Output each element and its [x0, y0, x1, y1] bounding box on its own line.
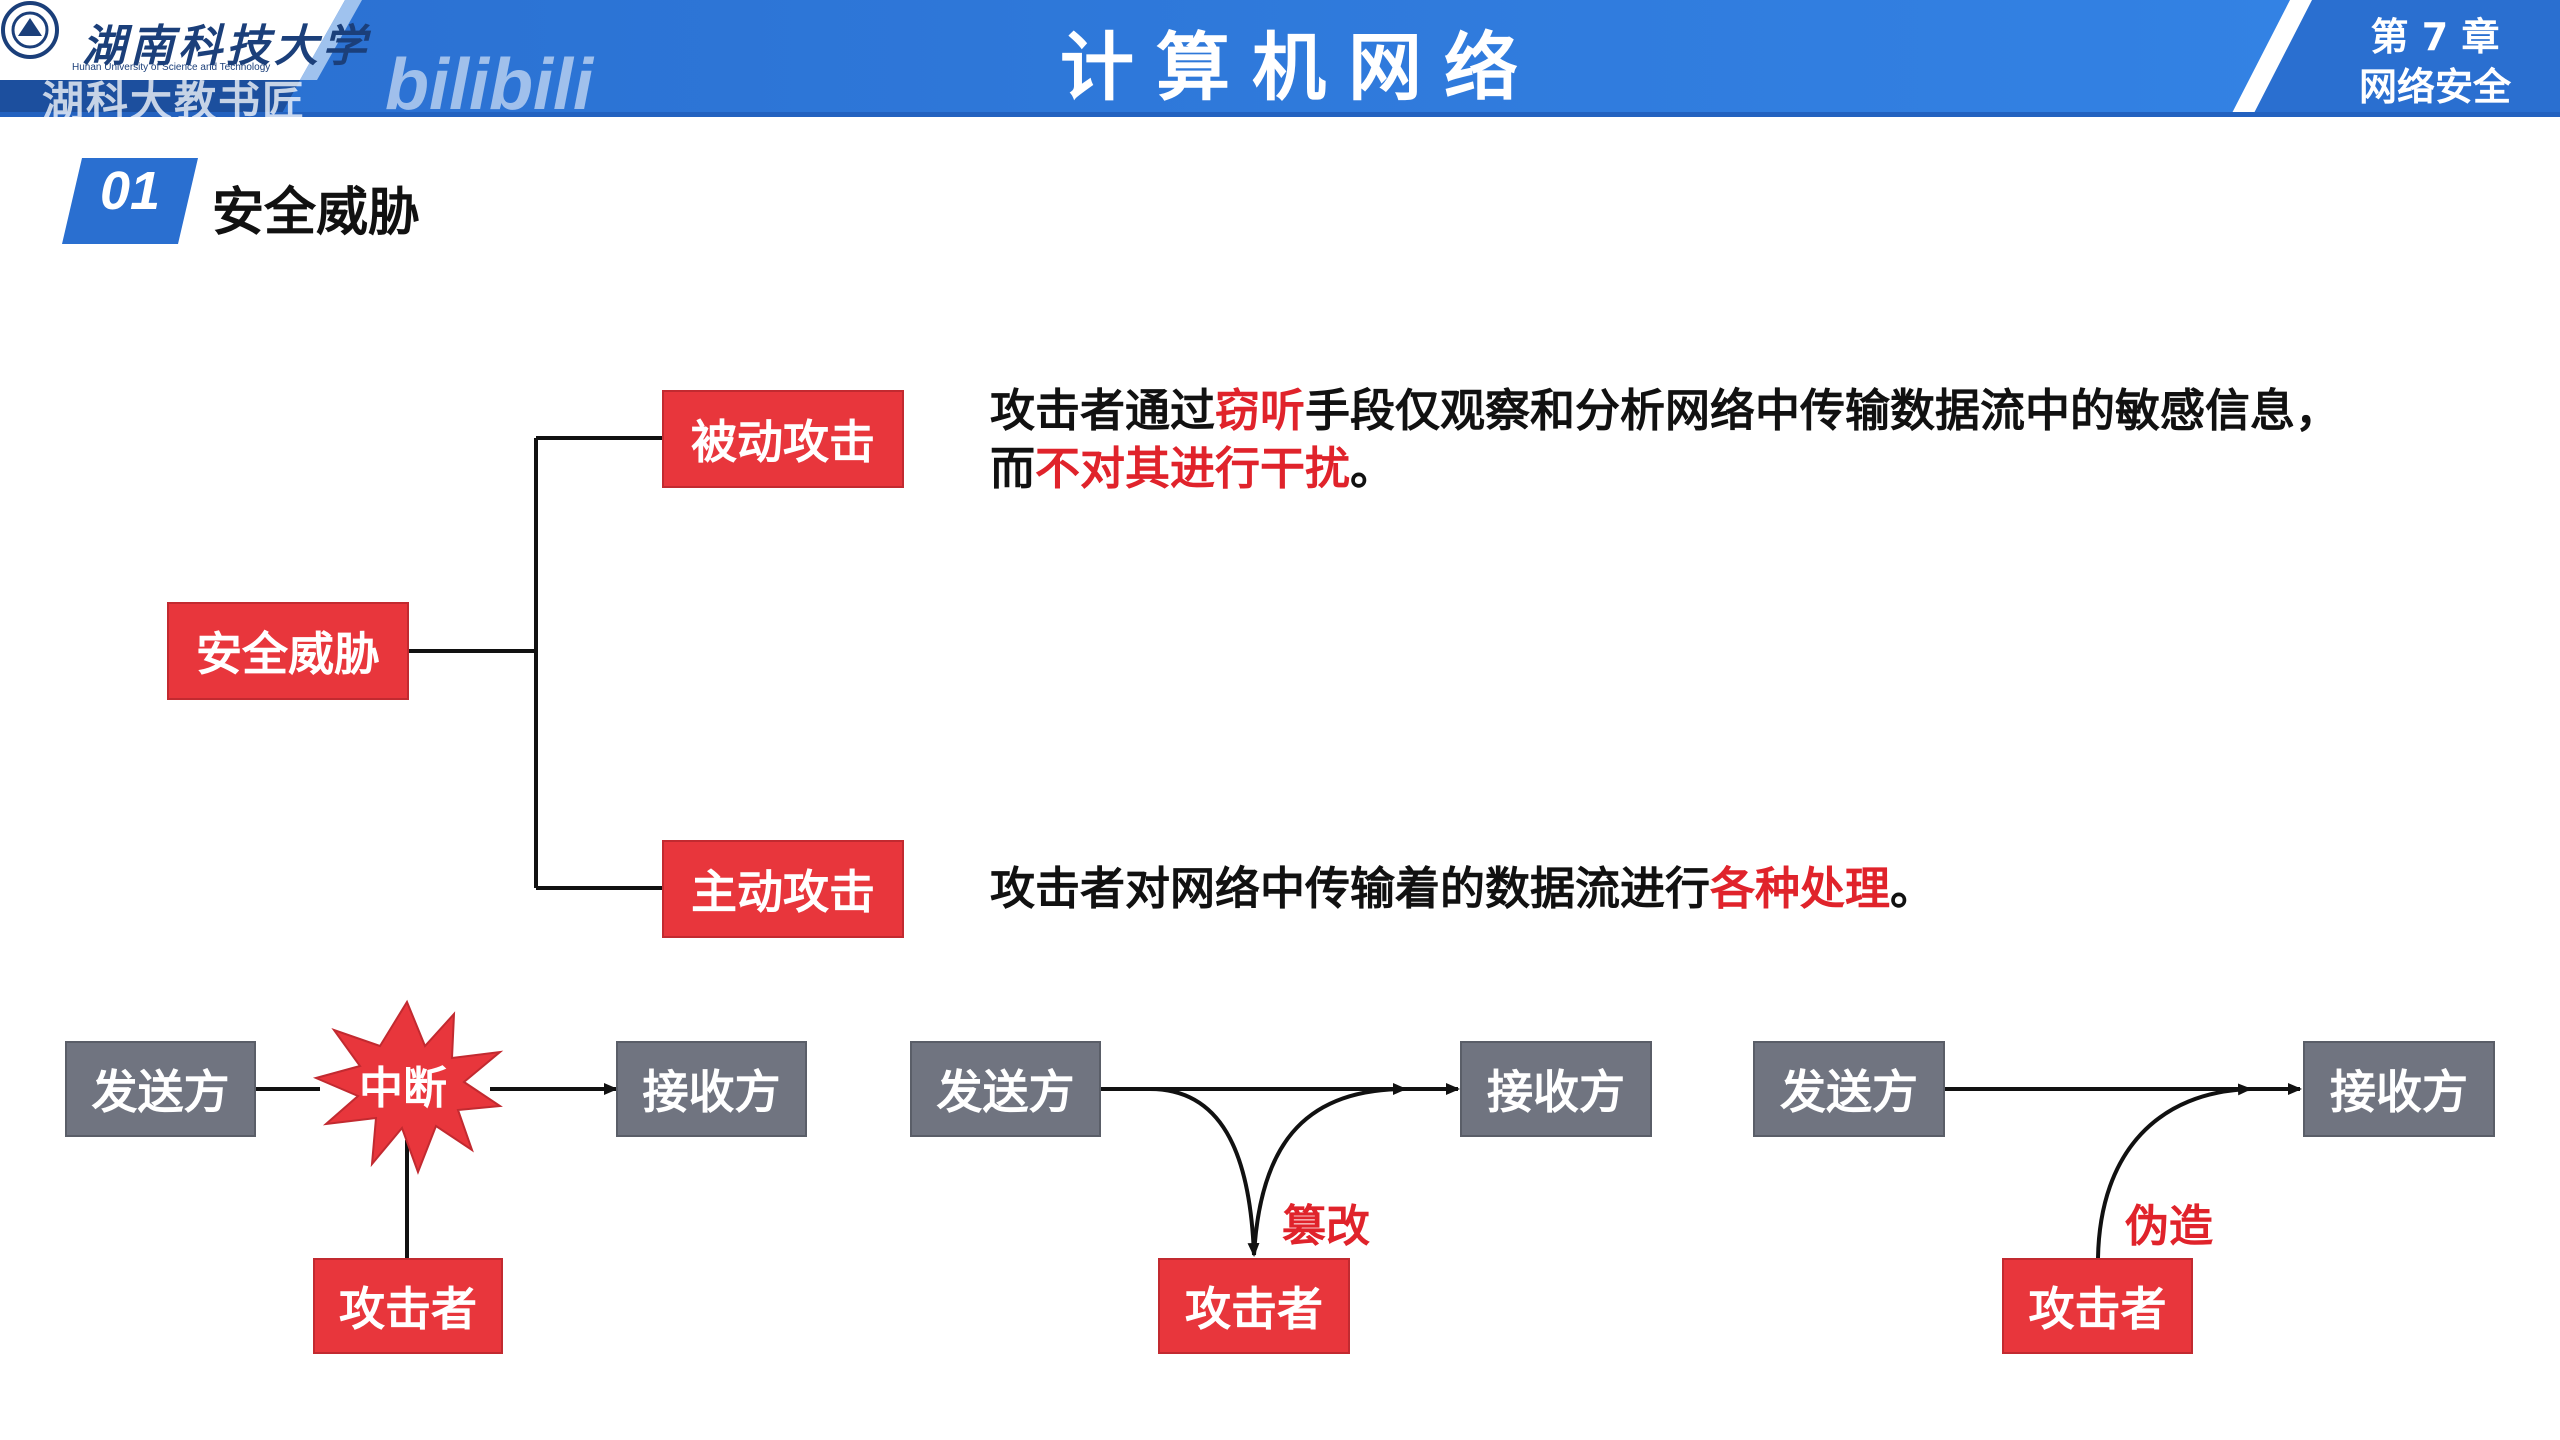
interruption-label: 中断 [359, 1063, 447, 1114]
header-background [0, 0, 2560, 117]
section-title: 安全威胁 [212, 183, 421, 243]
chapter-name: 网络安全 [2358, 65, 2511, 109]
passive-desc-line-1: 攻击者通过窃听手段仅观察和分析网络中传输数据流中的敏感信息， [990, 384, 2341, 437]
interruption-burst-icon [312, 999, 504, 1175]
passive-desc-line-2: 而不对其进行干扰。 [990, 442, 1396, 495]
interruption-sender-box: 发送方 [65, 1041, 256, 1137]
passive-attack-box: 被动攻击 [662, 390, 904, 488]
processing-highlight: 各种处理 [1710, 862, 1891, 915]
no-interference-highlight: 不对其进行干扰 [1035, 442, 1351, 495]
university-name-en: Hunan University of Science and Technolo… [72, 62, 271, 73]
modification-label: 篡改 [1282, 1201, 1370, 1252]
section-number: 01 [99, 161, 161, 221]
university-name: 湖南科技大学 [82, 21, 370, 72]
course-title: 计算机网络 [1060, 25, 1540, 111]
interruption-attacker-box: 攻击者 [313, 1258, 503, 1354]
passive-attack-description: 攻击者通过窃听手段仅观察和分析网络中传输数据流中的敏感信息， 而不对其进行干扰。 [990, 382, 2340, 498]
eavesdrop-highlight: 窃听 [1215, 384, 1306, 437]
chapter-label: 第 7 章 网络安全 [2330, 12, 2540, 112]
header-bar: 湖南科技大学 Hunan University of Science and T… [0, 0, 2560, 126]
threat-root-box: 安全威胁 [167, 602, 409, 700]
university-seal-icon [1, 1, 59, 59]
modification-attacker-box: 攻击者 [1158, 1258, 1350, 1354]
tree-connector [408, 436, 662, 890]
modification-flow [1100, 1083, 1460, 1257]
watermark-channel: 湖科大教书匠 [42, 77, 307, 126]
fabrication-receiver-box: 接收方 [2303, 1041, 2495, 1137]
fabrication-sender-box: 发送方 [1753, 1041, 1945, 1137]
interruption-receiver-box: 接收方 [616, 1041, 807, 1137]
section-badge [62, 158, 198, 244]
active-attack-description: 攻击者对网络中传输着的数据流进行各种处理。 [990, 862, 1936, 915]
interruption-flow [256, 1083, 618, 1258]
modification-sender-box: 发送方 [910, 1041, 1101, 1137]
modification-receiver-box: 接收方 [1460, 1041, 1652, 1137]
active-attack-box: 主动攻击 [662, 840, 904, 938]
fabrication-label: 伪造 [2125, 1201, 2213, 1252]
chapter-number: 第 7 章 [2370, 15, 2500, 59]
bilibili-logo: bilibili [385, 45, 593, 125]
fabrication-flow [1945, 1083, 2302, 1259]
fabrication-attacker-box: 攻击者 [2002, 1258, 2193, 1354]
